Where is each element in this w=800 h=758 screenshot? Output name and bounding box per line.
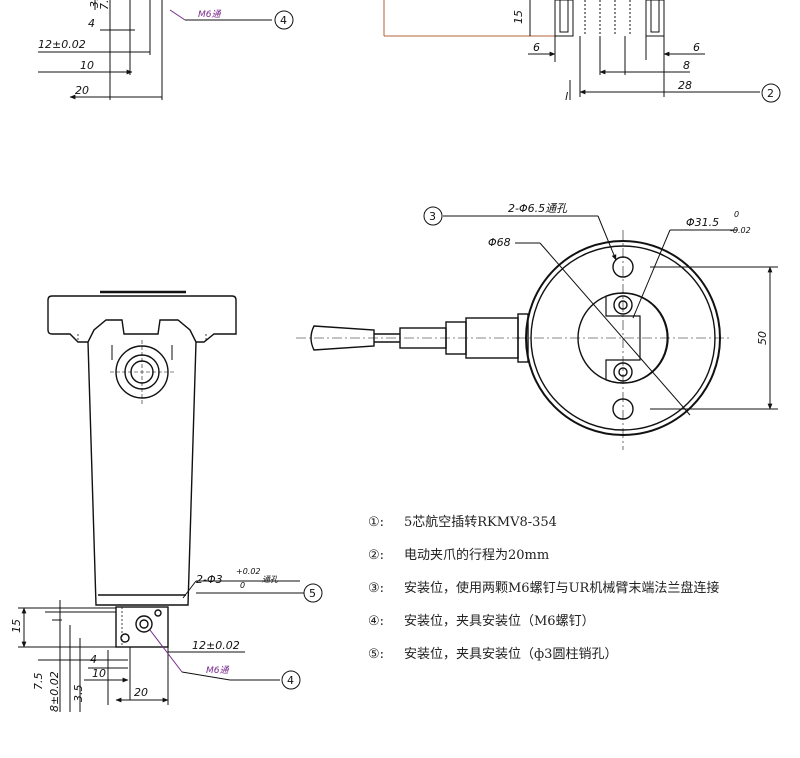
ev-bore-tol-upper: 0 (734, 210, 739, 219)
tl-dim-12: 12±0.02 (38, 38, 86, 51)
ev-dim-50: 50 (756, 331, 769, 345)
note-3-marker: ③: (368, 581, 384, 596)
note-5-marker: ⑤: (368, 647, 384, 662)
note-4-text: 安装位，夹具安装位（M6螺钉） (404, 614, 595, 629)
sv-callout-4: 4 (287, 674, 294, 687)
tr-dim-6-left: 6 (533, 41, 540, 54)
tl-dim-3-5: 3.5 (88, 0, 101, 8)
sv-dim-20: 20 (134, 686, 148, 699)
note-1-marker: ①: (368, 515, 384, 530)
sv-dim-10: 10 (92, 667, 106, 680)
tl-dim-4: 4 (88, 17, 95, 30)
sv-thread-label: M6通 (206, 665, 229, 676)
tr-dim-15: 15 (512, 10, 525, 24)
end-view-dims (423, 206, 778, 416)
tr-dim-l: l (565, 90, 568, 103)
notes-list: ①: 5芯航空插转RKMV8-354 ②: 电动夹爪的行程为20mm ③: 安装… (368, 514, 719, 662)
tr-dim-28: 28 (678, 79, 692, 92)
top-left-detail (38, 0, 294, 100)
tl-dim-20: 20 (75, 84, 89, 97)
sv-hole-suffix: 通孔 (262, 575, 279, 584)
top-right-detail (383, 0, 781, 103)
tl-dim-7-5: 7.5 (98, 0, 111, 10)
sv-dim-12: 12±0.02 (192, 639, 240, 652)
tr-dim-8: 8 (683, 59, 690, 72)
sv-dim-3-5: 3.5 (72, 685, 85, 703)
tl-callout-4: 4 (280, 14, 287, 27)
ev-bore-label: Φ31.5 (686, 216, 719, 229)
note-3-text: 安装位，使用两颗M6螺钉与UR机械臂末端法兰盘连接 (404, 580, 719, 596)
sv-tol-lower: 0 (240, 581, 245, 590)
end-view-flange (296, 230, 730, 450)
tl-thread-label: M6通 (198, 9, 221, 20)
note-5-text: 安装位，夹具安装位（ф3圆柱销孔） (404, 647, 617, 662)
sv-callout-5: 5 (309, 587, 316, 600)
tl-dim-10: 10 (80, 59, 94, 72)
sv-dim-7-5: 7.5 (32, 673, 45, 691)
ev-callout-3: 3 (429, 210, 436, 223)
note-4-marker: ④: (368, 614, 384, 629)
ev-dia-label: Φ68 (488, 236, 511, 249)
ev-hole-label: 2-Φ6.5通孔 (508, 202, 568, 215)
note-1-text: 5芯航空插转RKMV8-354 (404, 514, 557, 530)
sv-dim-4: 4 (90, 653, 97, 666)
tr-dim-6-right: 6 (693, 41, 700, 54)
sv-hole-label: 2-Φ3 (196, 573, 223, 586)
note-2-marker: ②: (368, 548, 384, 563)
tr-callout-2: 2 (767, 87, 774, 100)
note-2-text: 电动夹爪的行程为20mm (404, 547, 549, 563)
ev-bore-tol-lower: -0.02 (730, 226, 751, 235)
side-view-dims (18, 580, 323, 712)
sv-tol-upper: +0.02 (236, 567, 261, 576)
sv-dim-8: 8±0.02 (48, 671, 61, 712)
side-view-body (47, 290, 237, 648)
sv-dim-15: 15 (10, 619, 23, 633)
